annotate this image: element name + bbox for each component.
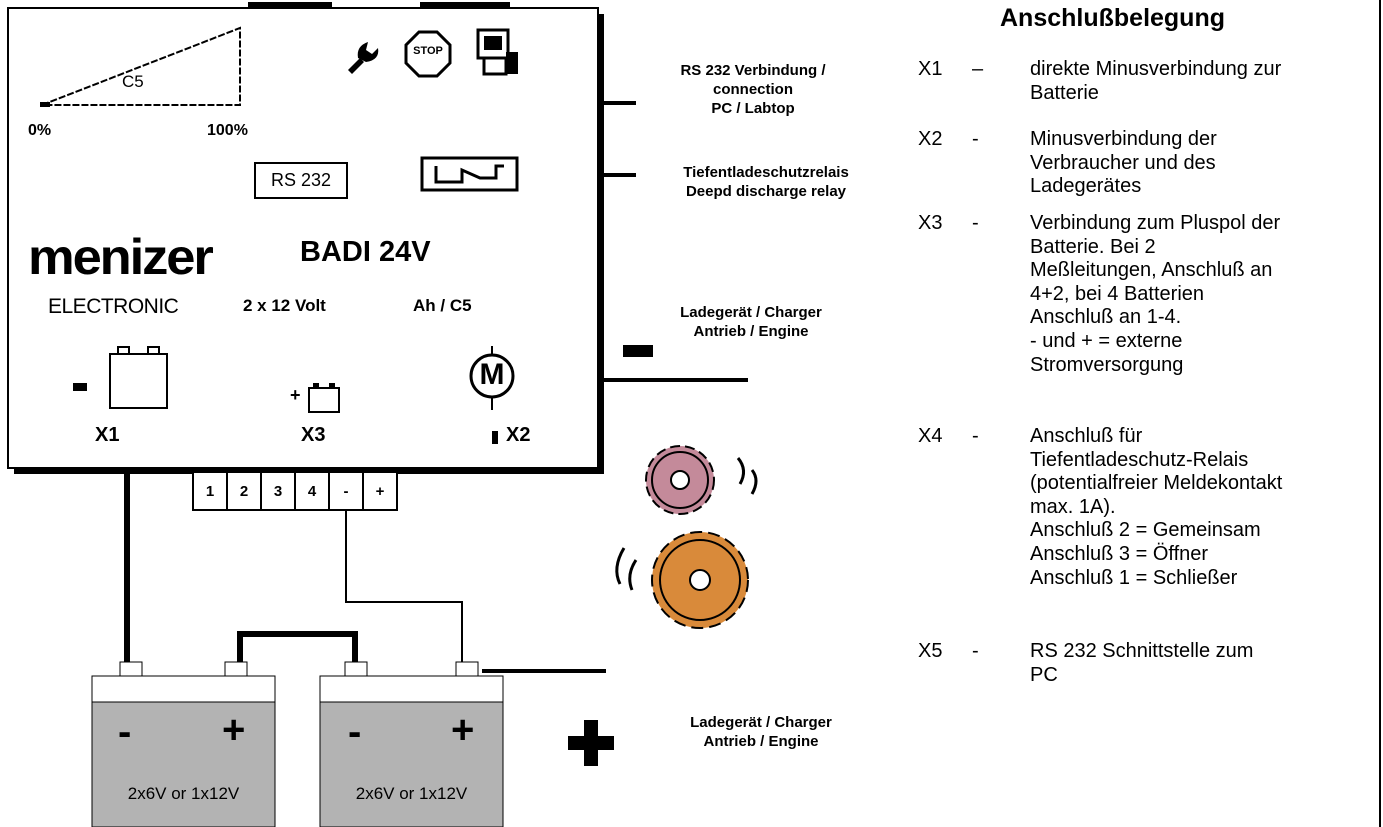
battery-1-minus: - bbox=[118, 710, 132, 754]
legend-key-x5: X5 bbox=[918, 640, 943, 662]
stop-icon bbox=[404, 30, 452, 78]
battery-small-icon bbox=[308, 383, 340, 413]
terminal-4: 4 bbox=[294, 471, 330, 511]
legend-desc-x2: Minusverbindung der Verbraucher und des … bbox=[1030, 128, 1217, 198]
capacity-text: Ah / C5 bbox=[413, 296, 472, 315]
legend-desc-x5: RS 232 Schnittstelle zum PC bbox=[1030, 640, 1254, 686]
battery-2-label: 2x6V or 1x12V bbox=[355, 784, 468, 803]
battery-1-label: 2x6V or 1x12V bbox=[127, 784, 240, 803]
x3-wire bbox=[345, 511, 463, 662]
stop-label: STOP bbox=[413, 45, 443, 57]
legend-dash-x1: – bbox=[972, 58, 984, 80]
voltage-text: 2 x 12 Volt bbox=[243, 296, 326, 315]
x1-minus-mark bbox=[73, 383, 87, 391]
scale-min: 0% bbox=[28, 122, 52, 139]
terminal-minus: - bbox=[328, 471, 364, 511]
x2-mark bbox=[492, 431, 498, 444]
x1-label: X1 bbox=[95, 424, 120, 446]
legend-desc-x1: direkte Minusverbindung zur Batterie bbox=[1030, 58, 1282, 104]
brand-logo: menizer bbox=[28, 229, 214, 285]
legend-desc-x4: Anschluß für Tiefentladeschutz-Relais (p… bbox=[1030, 425, 1283, 589]
legend-desc-x3: Verbindung zum Pluspol der Batterie. Bei… bbox=[1030, 212, 1281, 376]
battery-large-icon bbox=[109, 346, 168, 409]
computer-icon bbox=[476, 28, 518, 76]
relay-callout: Tiefentladeschutzrelais Deepd discharge … bbox=[683, 164, 849, 200]
motor-icon bbox=[469, 346, 515, 410]
terminal-3: 3 bbox=[260, 471, 296, 511]
x3-plus-mark: + bbox=[290, 385, 301, 405]
rs232-box-label: RS 232 bbox=[270, 170, 332, 190]
model-name: BADI 24V bbox=[300, 236, 431, 268]
charger-plus-sign bbox=[568, 720, 614, 766]
device-top-tab-left bbox=[248, 2, 332, 10]
battery-2 bbox=[319, 661, 504, 827]
charger-plus-callout: Ladegerät / Charger Antrieb / Engine bbox=[690, 714, 832, 750]
terminal-2: 2 bbox=[226, 471, 262, 511]
battery-1 bbox=[91, 661, 276, 827]
legend-key-x3: X3 bbox=[918, 212, 943, 234]
legend-key-x2: X2 bbox=[918, 128, 943, 150]
relay-icon bbox=[420, 156, 519, 192]
terminal-plus: + bbox=[362, 471, 398, 511]
gears-icon bbox=[615, 445, 758, 629]
legend-key-x1: X1 bbox=[918, 58, 943, 80]
legend-title: Anschlußbelegung bbox=[1000, 4, 1225, 32]
scale-ramp-start bbox=[40, 102, 50, 107]
x2-label: X2 bbox=[506, 424, 531, 446]
battery-1-plus: + bbox=[222, 708, 246, 752]
scale-max: 100% bbox=[207, 122, 248, 139]
motor-letter: M bbox=[479, 358, 505, 391]
legend-dash-x2: - bbox=[972, 128, 979, 150]
wrench-icon bbox=[348, 42, 379, 74]
battery-bridge bbox=[237, 631, 358, 662]
brand-sub: ELECTRONIC bbox=[48, 295, 179, 318]
battery-2-plus: + bbox=[451, 708, 475, 752]
legend-dash-x4: - bbox=[972, 425, 979, 447]
charger-minus-callout: Ladegerät / Charger Antrieb / Engine bbox=[680, 304, 822, 340]
legend-dash-x5: - bbox=[972, 640, 979, 662]
rs232-box bbox=[254, 162, 348, 199]
scale-ramp bbox=[41, 26, 241, 106]
terminal-1: 1 bbox=[192, 471, 228, 511]
scale-label: C5 bbox=[122, 72, 144, 91]
rs232-callout: RS 232 Verbindung / connection PC / Labt… bbox=[680, 62, 826, 117]
legend-key-x4: X4 bbox=[918, 425, 943, 447]
charger-minus-sign bbox=[623, 345, 653, 357]
legend-dash-x3: - bbox=[972, 212, 979, 234]
battery-2-minus: - bbox=[348, 710, 362, 754]
device-top-tab-right bbox=[420, 2, 510, 10]
x3-label: X3 bbox=[301, 424, 326, 446]
